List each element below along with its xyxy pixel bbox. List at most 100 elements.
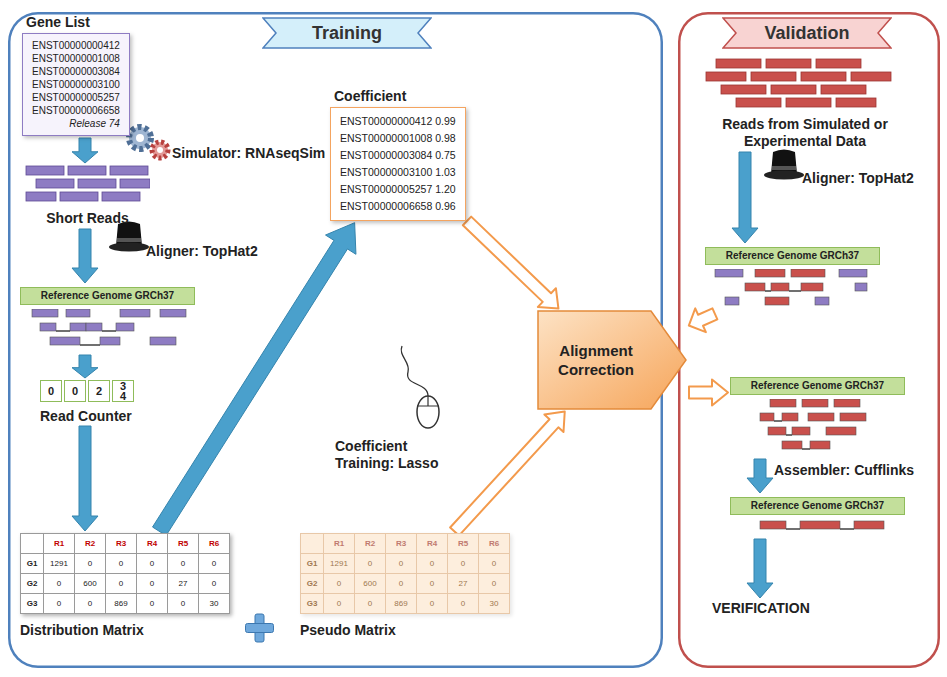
genome-label: Reference Genome GRCh37 — [29, 290, 186, 302]
read-bar — [110, 166, 148, 175]
gear — [152, 142, 168, 158]
table-cell: 0 — [137, 554, 167, 573]
read-bar — [802, 399, 828, 407]
release-note: Release 74 — [32, 117, 120, 130]
list-entry: ENST00000000412 — [32, 39, 120, 52]
gear-hub — [136, 134, 144, 142]
panel-title: Validation — [722, 14, 892, 52]
genome-label: Reference Genome GRCh37 — [739, 500, 896, 512]
counter-cells: 0023 4 — [40, 380, 134, 402]
column-header: R1 — [324, 534, 354, 553]
read-bar — [839, 269, 867, 277]
read-bar — [68, 166, 106, 175]
table-cell: 0 — [75, 554, 105, 573]
column-header: R4 — [137, 534, 167, 553]
row-header: G3 — [21, 594, 43, 613]
doc-heading: Coefficient — [334, 88, 466, 104]
read-bar — [801, 283, 823, 291]
read-bar — [725, 297, 739, 305]
table-cell: 0 — [106, 554, 136, 573]
row-header: G1 — [21, 554, 43, 573]
row-header: G2 — [21, 574, 43, 593]
flow-arrow — [72, 229, 98, 283]
column-header: R3 — [106, 534, 136, 553]
genome-bar: Reference Genome GRCh37 — [20, 287, 195, 305]
genome-label: Reference Genome GRCh37 — [739, 380, 896, 392]
flow-arrow — [732, 152, 758, 243]
document-sheet: ENST00000000412 0.99ENST00000001008 0.98… — [330, 107, 466, 221]
table-cell: 0 — [448, 594, 478, 613]
read-bar — [810, 441, 830, 449]
read-bar — [786, 98, 831, 107]
column-header: R4 — [417, 534, 447, 553]
read-bar — [26, 192, 56, 201]
read-bar — [26, 166, 64, 175]
matrix-table: R1R2R3R4R5R6G1129100000G2060000270G30086… — [20, 533, 230, 614]
hat-crown — [771, 150, 797, 175]
table-cell: 0 — [168, 594, 198, 613]
reads-caption: Short Reads — [25, 210, 150, 227]
read-bar — [755, 269, 785, 277]
flow-arrow — [72, 138, 98, 163]
read-bar — [821, 85, 866, 94]
corner-cell — [21, 534, 43, 553]
flow-arrow — [463, 217, 559, 309]
read-bar — [826, 427, 856, 435]
reads-caption: Reads from Simulated or Experimental Dat… — [695, 116, 915, 150]
table-cell: 27 — [168, 574, 198, 593]
read-bar — [771, 85, 816, 94]
counter-cell: 0 — [40, 380, 62, 402]
flow-arrow — [747, 459, 773, 493]
table-cell: 869 — [106, 594, 136, 613]
flow-arrow — [72, 426, 98, 531]
read-bar — [800, 521, 840, 529]
read-bar — [66, 309, 90, 317]
read-bar — [760, 413, 774, 421]
read-bar — [855, 283, 867, 291]
read-bar — [768, 427, 786, 435]
read-bar — [834, 399, 860, 407]
arrow-box-shape — [537, 310, 687, 410]
matrix-caption: Distribution Matrix — [20, 622, 230, 638]
count-value: 0 — [71, 386, 79, 396]
matrix-caption: Pseudo Matrix — [300, 622, 510, 638]
result-label: VERIFICATION — [712, 600, 810, 616]
read-bar — [50, 337, 80, 345]
column-header: R3 — [386, 534, 416, 553]
read-bar — [792, 427, 810, 435]
process-label: Alignment Correction — [541, 341, 651, 379]
alignment-illustration — [20, 309, 195, 353]
flow-arrow — [689, 308, 718, 332]
reads-illustration — [695, 58, 915, 110]
read-bar — [102, 192, 140, 201]
row-header: G2 — [301, 574, 323, 593]
reads-group: Reads from Simulated or Experimental Dat… — [695, 58, 915, 150]
flow-arrow — [153, 223, 356, 536]
plus-bar — [246, 624, 274, 633]
table-cell: 0 — [417, 574, 447, 593]
read-bar — [150, 337, 176, 345]
process-arrow-box: Alignment Correction — [537, 310, 687, 410]
alignment-illustration — [730, 519, 905, 537]
flow-arrow — [72, 355, 98, 378]
column-header: R5 — [168, 534, 198, 553]
genome-bar: Reference Genome GRCh37 — [730, 497, 905, 515]
splice-line — [789, 290, 801, 291]
tool-label: Assembler: Cufflinks — [774, 462, 914, 479]
table-cell: 1291 — [44, 554, 74, 573]
read-bar — [721, 85, 766, 94]
read-bar — [771, 283, 789, 291]
splice-line — [765, 290, 771, 291]
read-bar — [745, 283, 765, 291]
read-bar — [86, 323, 102, 331]
read-bar — [840, 413, 866, 421]
table-cell: 30 — [199, 594, 229, 613]
reference-genome: Reference Genome GRCh37 — [730, 495, 905, 537]
mouse-cable — [401, 346, 428, 396]
table-cell: 600 — [75, 574, 105, 593]
reference-genome: Reference Genome GRCh37 — [705, 245, 880, 313]
count-value: 0 — [47, 386, 55, 396]
list-entry: ENST00000005257 1.20 — [340, 181, 456, 198]
splice-line — [774, 420, 782, 421]
read-bar — [715, 269, 743, 277]
